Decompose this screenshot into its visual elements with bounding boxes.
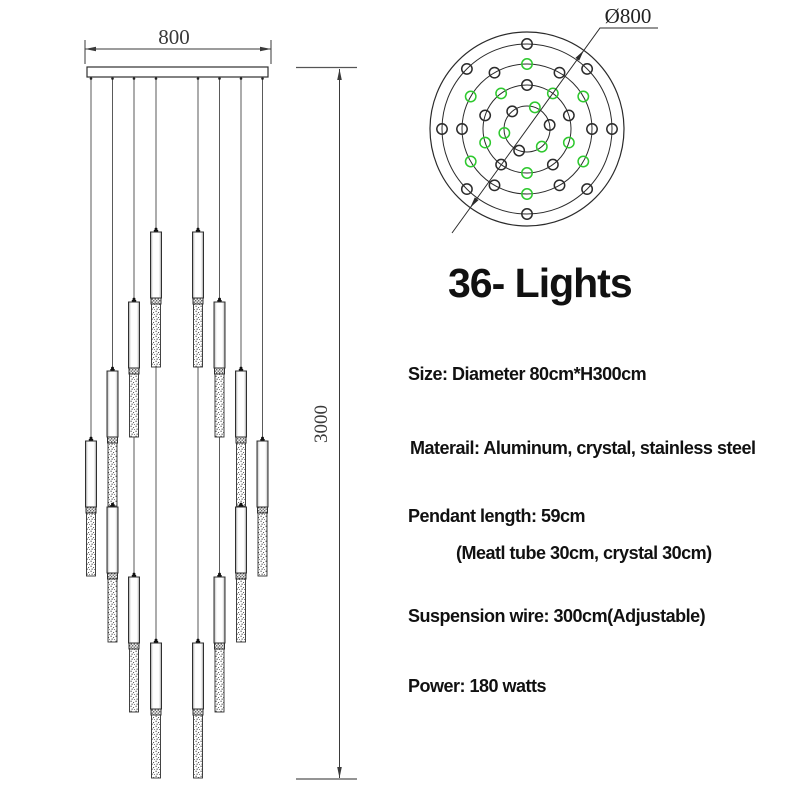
- spec-size-line: Size: Diameter 80cm*H300cm: [408, 364, 647, 384]
- lamp-position-marker: [535, 140, 548, 153]
- height-dimension: [296, 66, 357, 780]
- lamp-position-marker: [488, 179, 501, 192]
- spec-power-line: Power: 180 watts: [408, 676, 547, 696]
- pendant-light: [128, 297, 140, 438]
- diameter-dimension-label: Ø800: [605, 4, 652, 28]
- lamp-position-marker: [488, 66, 501, 79]
- ceiling-plate: [86, 66, 269, 78]
- width-dimension: [84, 40, 272, 64]
- lamp-position-marker: [553, 66, 566, 79]
- pendant-light: [256, 436, 269, 577]
- spec-suspension-line: Suspension wire: 300cm(Adjustable): [408, 606, 706, 626]
- lamp-position-marker: [506, 105, 519, 118]
- lamp-position-marker: [581, 62, 594, 75]
- pendant-lights: [85, 227, 269, 779]
- top-plan-view: Ø800: [429, 4, 658, 234]
- lamp-position-marker: [456, 123, 468, 135]
- lamp-position-marker: [521, 38, 533, 50]
- lamp-position-marker: [562, 109, 575, 122]
- lamp-position-marker: [528, 101, 541, 114]
- lamp-position-marker: [436, 123, 448, 135]
- canopy-outline-circle: [429, 31, 625, 227]
- pendant-light: [128, 572, 140, 713]
- height-dimension-label: 3000: [311, 405, 332, 443]
- lamp-position-marker: [464, 155, 477, 168]
- spec-pendant-length-line: Pendant length: 59cm: [408, 506, 586, 526]
- lamp-position-marker: [521, 79, 533, 91]
- lamp-position-marker: [546, 87, 559, 100]
- lamp-position-marker: [495, 87, 508, 100]
- lamp-position-marker: [581, 183, 594, 196]
- lamp-position-marker: [495, 158, 508, 171]
- lamp-position-marker: [543, 119, 556, 131]
- pendant-light: [192, 227, 204, 368]
- pendant-light: [235, 502, 247, 643]
- lamp-positions: [436, 38, 618, 220]
- lamp-position-marker: [464, 90, 477, 103]
- pendant-light: [106, 366, 119, 507]
- lamp-position-marker: [577, 155, 590, 168]
- lamp-position-marker: [562, 136, 575, 149]
- diameter-leader-line: [451, 27, 658, 234]
- lamp-position-marker: [479, 109, 492, 122]
- spec-pendant-detail-line: (Meatl tube 30cm, crystal 30cm): [456, 543, 712, 563]
- pendant-light: [106, 502, 119, 643]
- pendant-light: [213, 572, 226, 713]
- lamp-position-marker: [577, 90, 590, 103]
- width-dimension-label: 800: [158, 25, 190, 49]
- pendant-light: [150, 227, 162, 368]
- pendant-light: [235, 366, 247, 507]
- lamp-position-marker: [606, 123, 618, 135]
- lights-count-title: 36- Lights: [448, 260, 633, 306]
- lamp-position-marker: [586, 123, 598, 135]
- lamp-position-marker: [546, 158, 559, 171]
- lamp-position-marker: [521, 58, 533, 70]
- pendant-light: [85, 436, 97, 577]
- lamp-position-marker: [460, 62, 473, 75]
- lamp-position-marker: [498, 127, 511, 139]
- lamp-position-marker: [460, 183, 473, 196]
- pendant-light: [150, 638, 162, 779]
- front-elevation-view: 800 3000: [84, 25, 357, 780]
- lamp-position-marker: [513, 144, 526, 157]
- spec-material-line: Materail: Aluminum, crystal, stainless s…: [410, 438, 756, 458]
- pendant-light: [192, 638, 204, 779]
- pendant-light: [213, 297, 226, 438]
- lamp-position-marker: [521, 167, 533, 179]
- lamp-position-marker: [479, 136, 492, 149]
- lamp-position-marker: [521, 208, 533, 220]
- lamp-position-marker: [521, 188, 533, 200]
- lamp-position-marker: [553, 179, 566, 192]
